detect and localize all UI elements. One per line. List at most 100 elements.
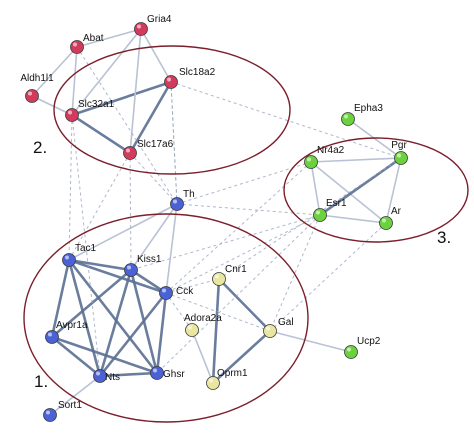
edge-nr4a2-pgr (310, 157, 402, 163)
edge-esr1-ar (319, 214, 387, 224)
cluster-label-c2: 2. (33, 138, 47, 157)
node-highlight (137, 24, 141, 29)
edge-slc17a6-tac1 (68, 152, 131, 261)
edge-th-kiss1 (130, 203, 178, 271)
node-label-kiss1: Kiss1 (137, 254, 162, 265)
node-ucp2[interactable]: Ucp2 (344, 336, 381, 359)
node-cck[interactable]: Cck (159, 286, 195, 300)
edge-kiss1-nts (98, 269, 133, 377)
edge-nr4a2-esr1 (310, 161, 321, 216)
edge-slc32a1-tac1 (68, 114, 73, 261)
edge-th-tac1 (68, 203, 178, 261)
node-highlight (126, 148, 130, 153)
node-label-gria4: Gria4 (147, 14, 172, 25)
node-label-esr1: Esr1 (326, 198, 347, 209)
edge-gal-ucp2 (269, 330, 352, 353)
node-label-nr4a2: Nr4a2 (317, 145, 345, 156)
node-nts[interactable]: Nts (93, 369, 121, 384)
node-circle (313, 208, 327, 222)
edge-pgr-cnr1 (218, 157, 402, 280)
node-gria4[interactable]: Gria4 (134, 14, 172, 36)
node-highlight (28, 91, 32, 96)
node-circle (379, 216, 393, 230)
node-highlight (188, 325, 192, 330)
edge-slc32a1-slc17a6 (71, 113, 131, 155)
edge-tac1-nts (67, 259, 102, 377)
node-gal[interactable]: Gal (263, 317, 294, 338)
node-ghsr[interactable]: Ghsr (150, 366, 186, 381)
edge-slc17a6-kiss1 (129, 152, 132, 271)
node-circle (134, 22, 148, 36)
edge-abat-gria4 (76, 28, 142, 48)
edge-nts-ghsr (99, 371, 158, 378)
cluster-label-c3: 3. (437, 228, 451, 247)
node-label-slc17a6: Slc17a6 (137, 139, 174, 150)
edge-pgr-esr1 (319, 156, 402, 217)
edge-gria4-slc17a6 (129, 28, 142, 154)
node-label-sort1: Sort1 (58, 400, 82, 411)
edge-cck-nts (98, 292, 168, 377)
node-highlight (266, 326, 270, 331)
edge-ar-gal (269, 222, 387, 332)
node-highlight (68, 110, 72, 115)
node-epha3[interactable]: Epha3 (341, 103, 384, 126)
edge-slc32a1-slc18a2 (71, 80, 172, 117)
edge-gria4-slc32a1 (71, 28, 142, 116)
edge-tac1-cck (68, 258, 167, 295)
node-slc17a6[interactable]: Slc17a6 (123, 139, 174, 160)
node-circle (62, 253, 76, 267)
edge-cnr1-gal (218, 278, 271, 332)
clusters-layer (23, 45, 469, 423)
node-nr4a2[interactable]: Nr4a2 (304, 145, 345, 169)
edge-avpr1a-nts (51, 335, 101, 378)
node-slc32a1[interactable]: Slc32a1 (65, 99, 115, 122)
node-circle (43, 408, 57, 422)
edge-tac1-avpr1a (50, 259, 71, 338)
node-label-epha3: Epha3 (354, 103, 383, 114)
node-circle (25, 89, 39, 103)
node-oprm1[interactable]: Oprm1 (206, 368, 249, 390)
node-aldh1l1[interactable]: Aldh1l1 (20, 73, 54, 103)
node-label-ucp2: Ucp2 (357, 336, 381, 347)
node-circle (65, 108, 79, 122)
node-circle (45, 330, 59, 344)
node-highlight (215, 274, 219, 279)
node-label-gal: Gal (278, 317, 294, 328)
cluster-outline-c3 (283, 137, 469, 243)
node-label-cck: Cck (176, 286, 194, 297)
edge-tac1-ghsr (67, 259, 159, 374)
edge-slc18a2-pgr (170, 81, 402, 159)
node-kiss1[interactable]: Kiss1 (124, 254, 162, 277)
node-cnr1[interactable]: Cnr1 (212, 264, 248, 286)
node-circle (164, 75, 178, 89)
edge-slc18a2-th (170, 81, 178, 205)
node-pgr[interactable]: Pgr (391, 140, 408, 165)
edge-cck-gal (165, 292, 271, 332)
edge-kiss1-cck (130, 268, 167, 295)
node-label-slc32a1: Slc32a1 (78, 99, 115, 110)
node-th[interactable]: Th (170, 189, 195, 211)
node-label-slc18a2: Slc18a2 (179, 67, 216, 78)
edge-tac1-kiss1 (68, 258, 132, 272)
node-avpr1a[interactable]: Avpr1a (45, 320, 88, 344)
node-adora2a[interactable]: Adora2a (184, 313, 222, 337)
node-circle (159, 286, 173, 300)
node-abat[interactable]: Abat (70, 33, 104, 54)
node-ar[interactable]: Ar (379, 206, 402, 230)
node-circle (341, 112, 355, 126)
node-slc18a2[interactable]: Slc18a2 (164, 67, 216, 89)
node-highlight (127, 265, 131, 270)
node-esr1[interactable]: Esr1 (313, 198, 348, 222)
node-highlight (307, 157, 311, 162)
node-circle (394, 151, 408, 165)
node-circle (185, 323, 199, 337)
node-highlight (153, 368, 157, 373)
edge-kiss1-avpr1a (51, 269, 132, 338)
node-tac1[interactable]: Tac1 (62, 243, 97, 267)
edge-abat-th (76, 46, 178, 205)
node-label-ghsr: Ghsr (163, 369, 185, 380)
node-sort1[interactable]: Sort1 (43, 400, 83, 422)
edge-esr1-kiss1 (130, 214, 321, 271)
edge-cck-ghsr (155, 292, 168, 374)
